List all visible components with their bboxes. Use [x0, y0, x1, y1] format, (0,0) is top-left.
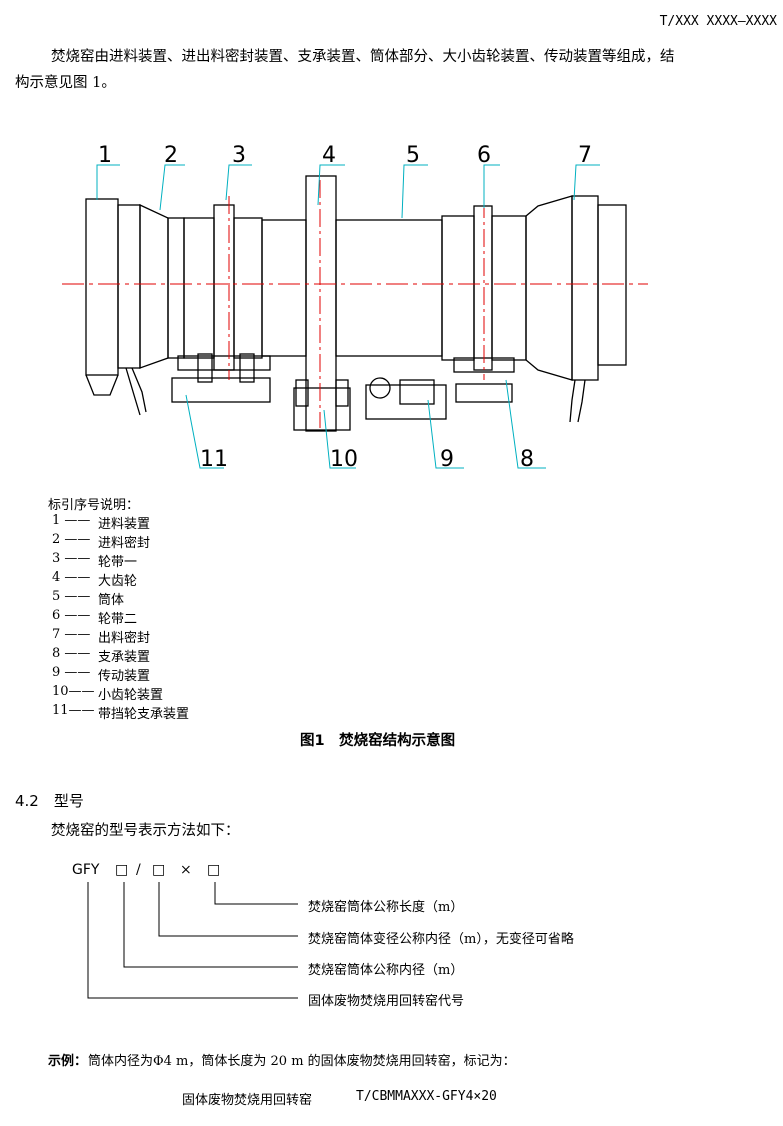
callout-1: 1 — [98, 143, 112, 168]
legend-number: 10—— — [52, 684, 95, 699]
model-desc-length: 焚烧窑筒体公称长度（m） — [308, 900, 464, 915]
drive-device — [365, 384, 447, 420]
model-code-leader-lines — [87, 882, 298, 999]
tire-two — [473, 205, 493, 371]
legend-number: 3 —— — [52, 551, 91, 566]
legend-number: 2 —— — [52, 532, 91, 547]
callout-2: 2 — [164, 143, 178, 168]
model-desc-variable-diameter: 焚烧窑筒体变径公称内径（m），无变径可省略 — [308, 932, 574, 947]
example-text: 筒体内径为Φ4 m，筒体长度为 20 m 的固体废物焚烧用回转窑，标记为： — [88, 1054, 516, 1069]
legend-text: 出料密封 — [98, 631, 151, 646]
legend-number: 9 —— — [52, 665, 91, 680]
section-heading: 4.2 型号 — [15, 792, 84, 810]
callout-9: 9 — [440, 447, 454, 472]
model-desc-code: 固体废物焚烧用回转窑代号 — [308, 994, 465, 1009]
tire-one — [213, 204, 235, 371]
legend-text: 进料装置 — [98, 517, 151, 532]
legend-title: 标引序号说明： — [48, 498, 140, 513]
support-with-thrust-roller — [171, 377, 271, 403]
callout-3: 3 — [232, 143, 246, 168]
callout-4: 4 — [322, 143, 336, 168]
example-label: 示例： — [48, 1054, 88, 1069]
callout-7: 7 — [578, 143, 592, 168]
legend-text: 筒体 — [98, 593, 125, 608]
legend-text: 带挡轮支承装置 — [98, 707, 190, 722]
callout-11: 11 — [200, 447, 228, 472]
model-code-prefix: GFY — [72, 862, 100, 878]
model-code-slash: / — [136, 862, 141, 878]
kiln-structure-diagram: 1 2 3 4 5 6 7 8 9 10 11 — [62, 143, 648, 472]
legend-number: 11—— — [52, 703, 95, 718]
callout-5: 5 — [406, 143, 420, 168]
legend-number: 1 —— — [52, 513, 91, 528]
legend-number: 6 —— — [52, 608, 91, 623]
feed-device — [85, 198, 119, 376]
figure-caption: 图1 焚烧窑结构示意图 — [300, 733, 456, 749]
legend-number: 8 —— — [52, 646, 91, 661]
section-text: 焚烧窑的型号表示方法如下： — [51, 823, 240, 839]
model-code-box-3: □ — [207, 862, 221, 878]
intro-line-2: 构示意见图 1。 — [15, 75, 116, 91]
example-mark-name: 固体废物焚烧用回转窑 — [182, 1093, 313, 1108]
legend-text: 轮带二 — [98, 612, 138, 627]
legend-number: 4 —— — [52, 570, 91, 585]
legend-number: 7 —— — [52, 627, 91, 642]
model-desc-diameter: 焚烧窑筒体公称内径（m） — [308, 963, 464, 978]
pinion-device — [293, 387, 351, 431]
example-mark-code: T/CBMMAXXX-GFY4×20 — [356, 1089, 497, 1104]
callout-8: 8 — [520, 447, 534, 472]
model-code-box-2: □ — [152, 862, 166, 878]
kiln-shell — [335, 219, 443, 357]
discharge-seal — [571, 195, 599, 381]
legend-number: 5 —— — [52, 589, 91, 604]
legend-text: 传动装置 — [98, 669, 151, 684]
legend-text: 轮带一 — [98, 555, 138, 570]
callout-10: 10 — [330, 447, 358, 472]
big-gear — [305, 175, 337, 432]
callout-6: 6 — [477, 143, 491, 168]
document-code: T/XXX XXXX—XXXX — [659, 14, 777, 29]
legend-text: 支承装置 — [98, 650, 151, 665]
support-device — [455, 383, 513, 403]
model-code-times: × — [180, 862, 192, 878]
legend-text: 进料密封 — [98, 536, 151, 551]
model-code-box-1: □ — [115, 862, 129, 878]
legend-text: 小齿轮装置 — [98, 688, 164, 703]
intro-line-1: 焚烧窑由进料装置、进出料密封装置、支承装置、筒体部分、大小齿轮装置、传动装置等组… — [51, 49, 675, 65]
legend-text: 大齿轮 — [98, 574, 138, 589]
